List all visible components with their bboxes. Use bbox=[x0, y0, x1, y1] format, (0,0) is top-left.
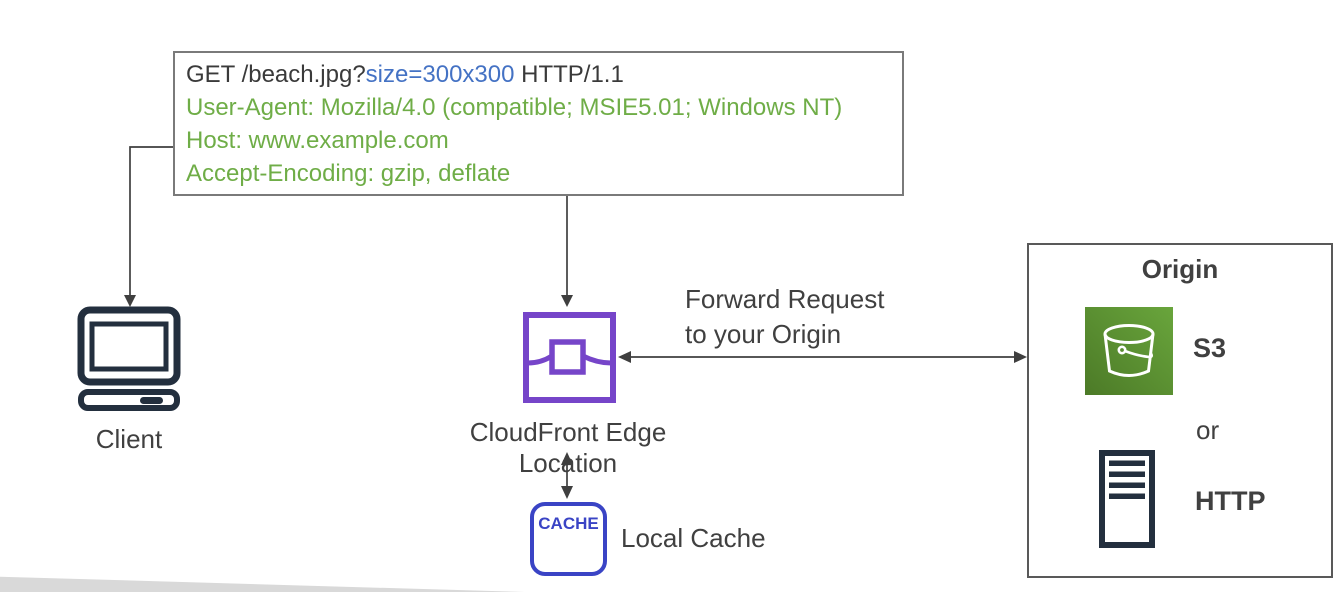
origin-group-box bbox=[1027, 243, 1333, 578]
local-cache-icon: CACHE bbox=[530, 502, 607, 576]
cloudfront-label: CloudFront Edge Location bbox=[469, 417, 667, 478]
arrowhead-origin-left bbox=[618, 351, 631, 363]
request-method-path: GET /beach.jpg? bbox=[186, 61, 366, 88]
local-cache-label: Local Cache bbox=[621, 523, 766, 553]
client-label: Client bbox=[95, 424, 163, 454]
request-protocol: HTTP/1.1 bbox=[514, 61, 624, 88]
request-host-header: Host: www.example.com bbox=[186, 127, 449, 154]
request-query-string: size=300x300 bbox=[365, 61, 515, 88]
arrowhead-origin-right bbox=[1014, 351, 1027, 363]
http-request-box: GET /beach.jpg?size=300x300 HTTP/1.1 Use… bbox=[173, 51, 904, 196]
arrowhead-cloudfront bbox=[561, 295, 573, 307]
request-accept-encoding-header: Accept-Encoding: gzip, deflate bbox=[186, 160, 511, 187]
request-user-agent-header: User-Agent: Mozilla/4.0 (compatible; MSI… bbox=[186, 94, 843, 121]
client-computer-icon bbox=[77, 306, 181, 411]
forward-request-annotation: Forward Request to your Origin bbox=[685, 282, 884, 352]
origin-title: Origin bbox=[1141, 254, 1219, 284]
forward-request-line2: to your Origin bbox=[685, 319, 842, 349]
arrowhead-cache-top bbox=[561, 452, 573, 465]
request-to-client-line bbox=[129, 146, 173, 296]
http-server-icon bbox=[1099, 450, 1155, 548]
cache-badge-text: CACHE bbox=[538, 514, 599, 533]
cloudfront-edge-icon bbox=[523, 312, 616, 403]
forward-request-line1: Forward Request bbox=[685, 284, 885, 314]
or-label: or bbox=[1196, 415, 1220, 445]
s3-bucket-icon bbox=[1085, 307, 1173, 395]
request-line-1: GET /beach.jpg?size=300x300 HTTP/1.1 bbox=[186, 58, 892, 91]
arrowhead-cache-bottom bbox=[561, 486, 573, 499]
s3-label: S3 bbox=[1193, 333, 1227, 363]
arrowhead-client bbox=[124, 295, 136, 307]
http-label: HTTP bbox=[1195, 486, 1266, 516]
